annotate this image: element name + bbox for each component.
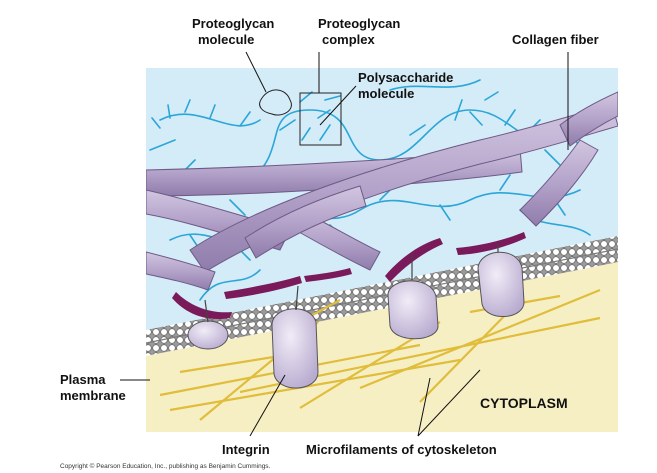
leader-lines	[120, 51, 569, 437]
proteoglycan-molecule-outline	[259, 89, 292, 116]
cytoplasm-label: CYTOPLASM	[480, 395, 568, 411]
proteoglycan-complex-label: Proteoglycan complex	[318, 16, 404, 47]
collagen-fibers	[146, 91, 618, 291]
proteoglycan-complex-box	[299, 92, 342, 146]
plasma-membrane-label: Plasma membrane	[60, 372, 126, 403]
integrins	[187, 251, 525, 389]
polysaccharide-molecule-label: Polysaccharide molecule	[358, 70, 457, 101]
fibronectin	[172, 232, 526, 320]
integrin-label: Integrin	[222, 442, 270, 457]
copyright-text: Copyright © Pearson Education, Inc., pub…	[60, 462, 271, 470]
proteoglycan-molecule-label: Proteoglycan molecule	[192, 16, 278, 47]
microfilaments-label: Microfilaments of cytoskeleton	[306, 442, 497, 457]
collagen-fiber-label: Collagen fiber	[512, 32, 599, 47]
